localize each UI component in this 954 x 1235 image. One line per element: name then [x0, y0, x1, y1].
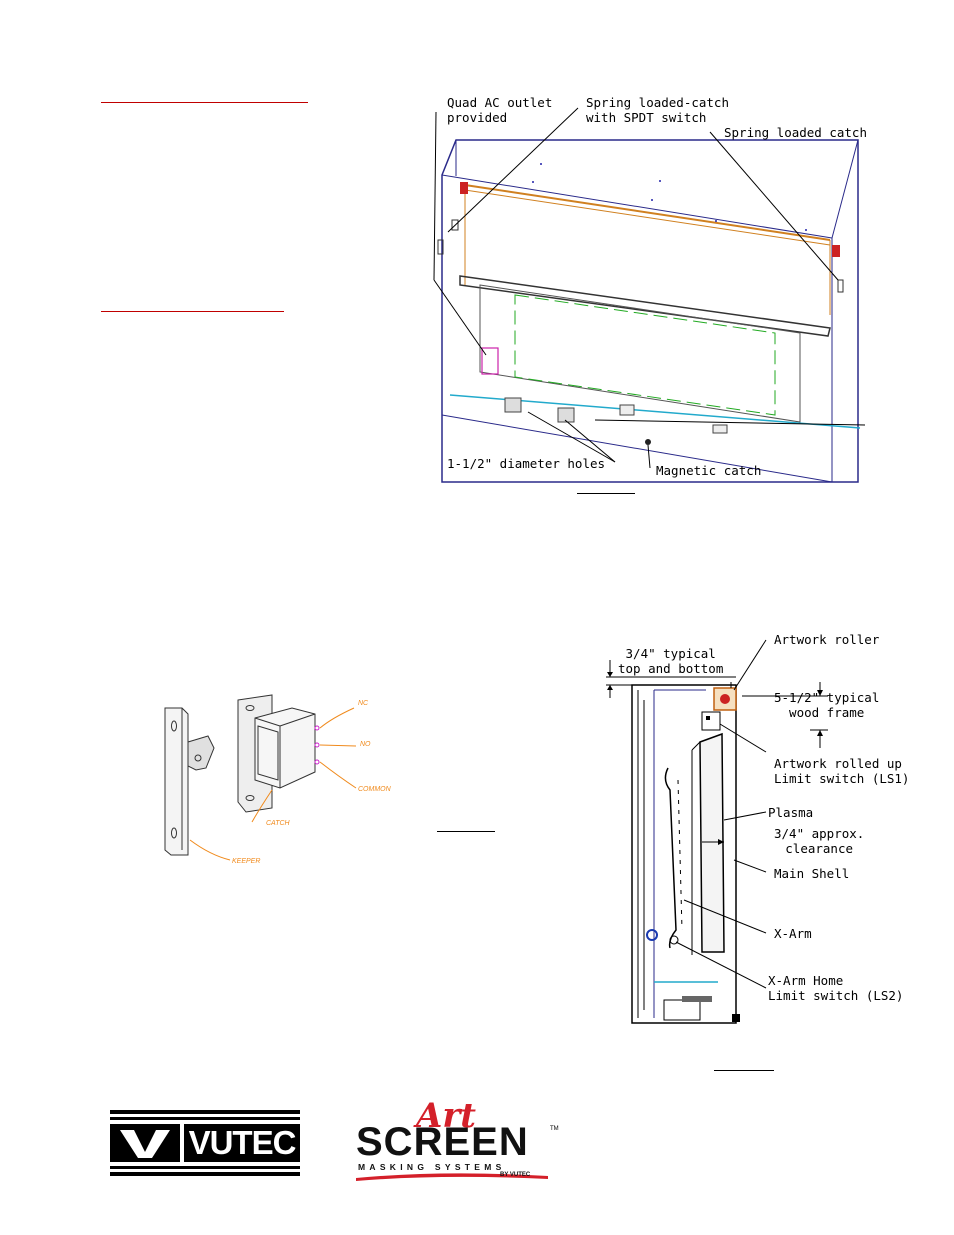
label-limit-switch-ls1: Artwork rolled up Limit switch (LS1)	[774, 756, 910, 786]
label-plasma: Plasma	[768, 805, 814, 820]
vutec-wordmark: VUTEC	[184, 1124, 300, 1162]
label-typical-top-bottom: 3/4" typical top and bottom	[618, 646, 724, 676]
label-artwork-roller: Artwork roller	[774, 632, 880, 647]
label-diameter-holes: 1-1/2" diameter holes	[447, 456, 606, 471]
figure-1-caption-rule	[577, 493, 635, 494]
artscreen-screen-wordmark: SCREEN	[356, 1120, 529, 1164]
vutec-logo: VUTEC	[110, 1110, 300, 1176]
artscreen-tm: TM	[550, 1126, 559, 1132]
label-magnetic-catch: Magnetic catch	[656, 463, 762, 478]
label-no: NO	[360, 741, 371, 748]
figure-3-section-drawing: 3/4" typical top and bottom Artwork roll…	[596, 630, 910, 1030]
label-keeper: KEEPER	[232, 858, 261, 865]
artscreen-masking-systems: MASKING SYSTEMS	[358, 1162, 506, 1172]
label-wood-frame: 5-1/2" typical wood frame	[774, 690, 880, 720]
figure-1-cabinet-drawing: Quad AC outlet provided Spring loaded-ca…	[420, 90, 880, 510]
artscreen-logo: Art SCREEN TM MASKING SYSTEMS BY VUTEC	[352, 1096, 562, 1182]
section-heading-rule-2	[101, 311, 284, 312]
artscreen-by-vutec: BY VUTEC	[500, 1172, 531, 1178]
label-catch: CATCH	[266, 820, 290, 827]
artscreen-art-script: Art	[416, 1096, 476, 1136]
artscreen-swoosh	[356, 1173, 548, 1181]
label-x-arm: X-Arm	[774, 926, 812, 941]
label-x-arm-home-ls2: X-Arm Home Limit switch (LS2)	[768, 973, 904, 1003]
label-main-shell: Main Shell	[774, 866, 850, 881]
catch-keeper-svg	[164, 694, 357, 861]
label-clearance: 3/4" approx. clearance	[774, 826, 865, 856]
figure-2-catch-drawing: NC NO COMMON CATCH KEEPER	[160, 690, 400, 870]
section-heading-rule-1	[101, 102, 308, 103]
label-common: COMMON	[358, 786, 391, 793]
side-section-svg	[606, 639, 828, 1024]
vutec-logo-text: VUTEC	[188, 1124, 297, 1161]
figure-3-caption-rule	[714, 1070, 774, 1071]
figure-2-caption-rule	[437, 831, 495, 832]
label-quad-ac-outlet: Quad AC outlet provided	[447, 95, 553, 125]
cabinet-perspective-svg	[433, 107, 866, 483]
label-spring-catch: Spring loaded catch	[724, 125, 867, 140]
label-spring-catch-spdt: Spring loaded-catch with SPDT switch	[586, 95, 729, 125]
vutec-v-mark	[110, 1124, 180, 1162]
label-nc: NC	[358, 700, 369, 707]
